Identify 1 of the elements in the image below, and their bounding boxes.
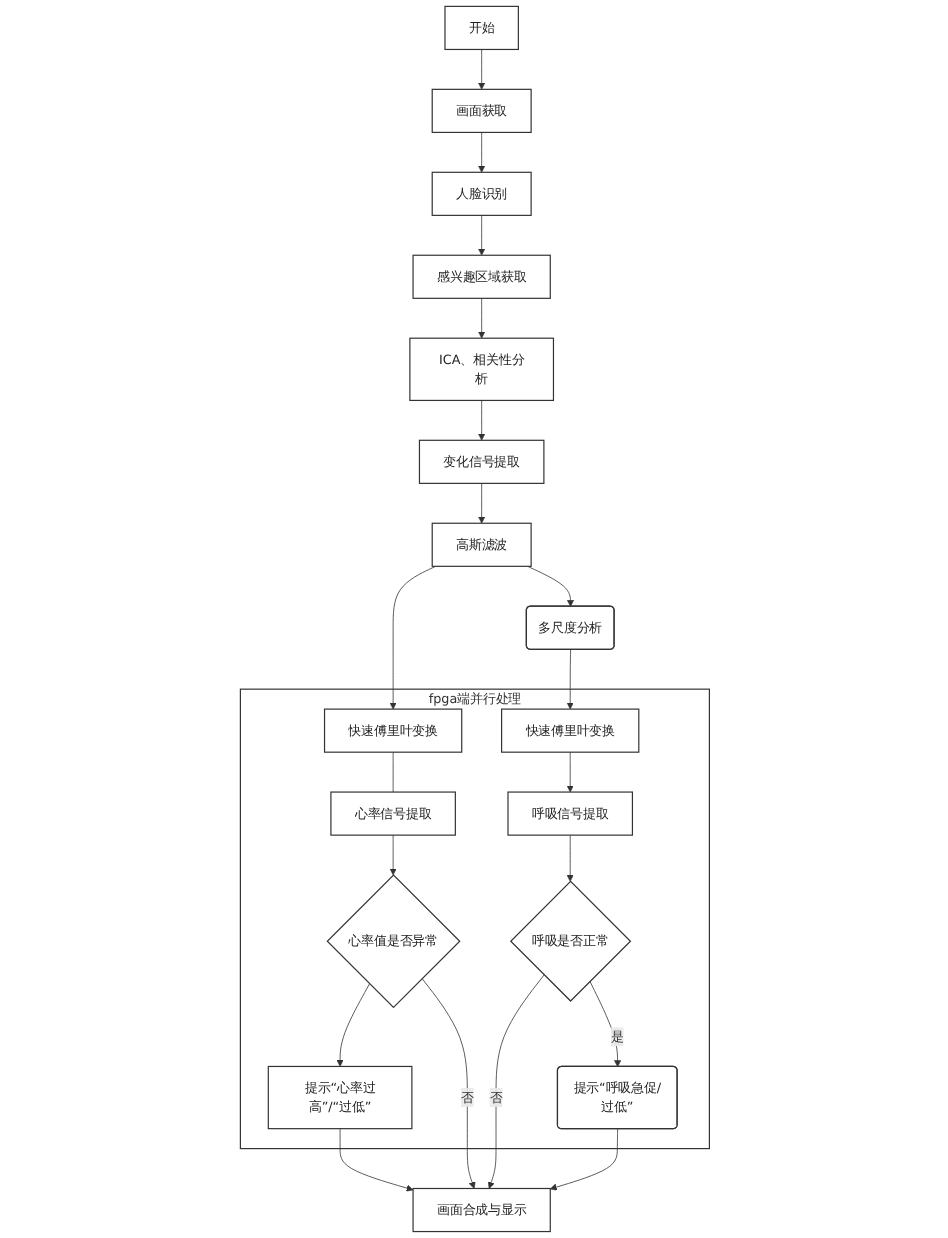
connector [391,751,393,793]
